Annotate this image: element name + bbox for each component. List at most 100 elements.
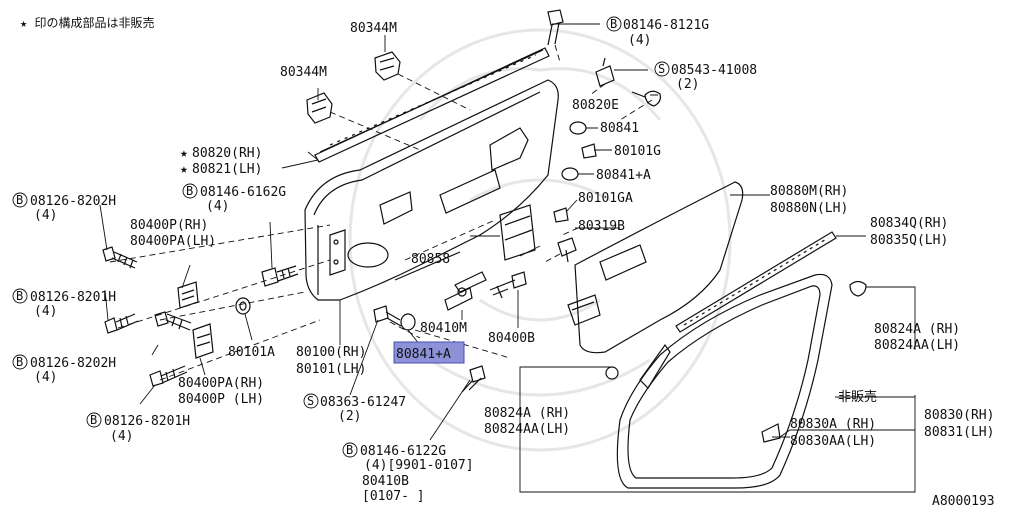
label-08146-6162g-qty: (4) [206, 199, 229, 214]
symbol-s-08363-61247: S [303, 393, 319, 409]
label-hibaihin: 非販売 [838, 389, 877, 405]
label-08363-61247: 08363-61247 [320, 395, 406, 410]
label-08146-6122g-qty: (4)[9901-0107] [364, 458, 474, 473]
label-08126-8202h-a-qty: (4) [34, 208, 57, 223]
svg-text:B: B [186, 184, 193, 198]
label-80400p-rh: 80400P(RH) [130, 218, 208, 233]
label-80820e: 80820E [572, 98, 619, 113]
label-80858: 80858 [411, 252, 450, 267]
label-80824aa-lh-right: 80824AA(LH) [874, 338, 960, 353]
label-80830aa-lh: 80830AA(LH) [790, 434, 876, 449]
door-trim-panel [567, 181, 744, 354]
label-08126-8201h-a-qty: (4) [34, 304, 57, 319]
check-link-80410m [444, 271, 487, 311]
clip-80319b [557, 237, 577, 263]
label-08543-41008: 08543-41008 [671, 63, 757, 78]
symbol-b-08126-8201h-a: B [12, 288, 28, 304]
label-80880m-rh: 80880M(RH) [770, 184, 848, 199]
label-80344m-left: 80344M [280, 65, 327, 80]
label-08126-8202h-b-qty: (4) [34, 370, 57, 385]
svg-text:S: S [307, 394, 314, 408]
label-80410b: 80410B [362, 474, 409, 489]
svg-text:B: B [16, 193, 23, 207]
label-08126-8202h-b: 08126-8202H [30, 356, 116, 371]
label-80841a-upper: 80841+A [596, 168, 651, 183]
plug-80841-upper [569, 121, 587, 135]
plug-80101g [581, 143, 597, 159]
label-80831-lh: 80831(LH) [924, 425, 994, 440]
label-08363-61247-qty: (2) [338, 409, 361, 424]
label-80319b: 80319B [578, 219, 625, 234]
door-seal-80830 [616, 273, 833, 489]
label-08146-8121g-qty: (4) [628, 33, 651, 48]
label-08543-41008-qty: (2) [676, 77, 699, 92]
label-80400b: 80400B [488, 331, 535, 346]
label-80101a: 80101A [228, 345, 275, 360]
label-80841a-highlight: 80841+A [396, 347, 451, 362]
symbol-b-08146-6162g: B [182, 183, 198, 199]
grommet-80101a [235, 297, 251, 315]
label-08146-6122g: 08146-6122G [360, 444, 446, 459]
label-80820-rh: 80820(RH) [192, 146, 262, 161]
symbol-b-08146-6122g: B [342, 442, 358, 458]
bolt-08126-8201h-upper [104, 313, 139, 334]
label-80834q-rh: 80834Q(RH) [870, 216, 948, 231]
label-80824aa-lh-center: 80824AA(LH) [484, 422, 570, 437]
clip-80820e [595, 57, 615, 87]
symbol-b-08146-8121g: B [606, 16, 622, 32]
symbol-b-08126-8202h-a: B [12, 192, 28, 208]
bracket-80858 [499, 204, 536, 261]
label-08146-8121g: 08146-8121G [623, 18, 709, 33]
hinge-upper [177, 281, 199, 309]
labels: ★ 印の構成部品は非販売 80344M 80344M B 08146-8121G… [12, 15, 995, 509]
belt-weatherstrip [675, 231, 837, 333]
clip-80830a [761, 423, 781, 443]
label-80400p-lh: 80400P (LH) [178, 392, 264, 407]
svg-text:B: B [16, 355, 23, 369]
plug-80841a-upper [561, 167, 579, 181]
label-80835q-lh: 80835Q(LH) [870, 233, 948, 248]
clip-80344m-top [374, 51, 401, 81]
symbol-b-08126-8202h-b: B [12, 354, 28, 370]
label-08126-8201h-b: 08126-8201H [104, 414, 190, 429]
symbol-s-08543-41008: S [654, 61, 670, 77]
svg-text:B: B [346, 443, 353, 457]
label-80841: 80841 [600, 121, 639, 136]
svg-text:S: S [658, 62, 665, 76]
label-80821-lh: 80821(LH) [192, 162, 262, 177]
bolt-08126-8201h-lower [149, 365, 188, 387]
svg-text:B: B [16, 289, 23, 303]
screw-08363-61247 [373, 305, 402, 327]
label-80400pa-lh: 80400PA(LH) [130, 234, 216, 249]
door-inner-panel [304, 79, 559, 301]
label-80100-rh: 80100(RH) [296, 345, 366, 360]
bolt-08126-8202h-lower [154, 311, 192, 331]
label-08126-8201h-a: 08126-8201H [30, 290, 116, 305]
svg-text:B: B [90, 413, 97, 427]
label-08126-8201h-b-qty: (4) [110, 429, 133, 444]
label-80101g: 80101G [614, 144, 661, 159]
plug-80101ga [553, 207, 569, 223]
label-80824a-rh-center: 80824A (RH) [484, 406, 570, 421]
label-08146-6162g: 08146-6162G [200, 185, 286, 200]
watermark-crest [348, 28, 732, 452]
star-80821: ★ [180, 162, 188, 177]
bolt-80400b [489, 271, 527, 299]
svg-text:B: B [610, 17, 617, 31]
label-80824a-rh-right: 80824A (RH) [874, 322, 960, 337]
note-text: ★ 印の構成部品は非販売 [20, 15, 154, 30]
plug-80841a-lower [400, 313, 416, 331]
label-80101ga: 80101GA [578, 191, 633, 206]
label-80880n-lh: 80880N(LH) [770, 201, 848, 216]
clip-80344m-left [306, 92, 333, 124]
label-80410b-range: [0107- ] [362, 489, 425, 504]
hinge-lower [192, 323, 214, 359]
label-80830-rh: 80830(RH) [924, 408, 994, 423]
highlight-box-80841a [393, 341, 465, 364]
label-80410m: 80410M [420, 321, 467, 336]
label-80400pa-rh: 80400PA(RH) [178, 376, 264, 391]
star-80820: ★ [180, 146, 188, 161]
bolt-08126-8202h-upper [102, 246, 138, 269]
